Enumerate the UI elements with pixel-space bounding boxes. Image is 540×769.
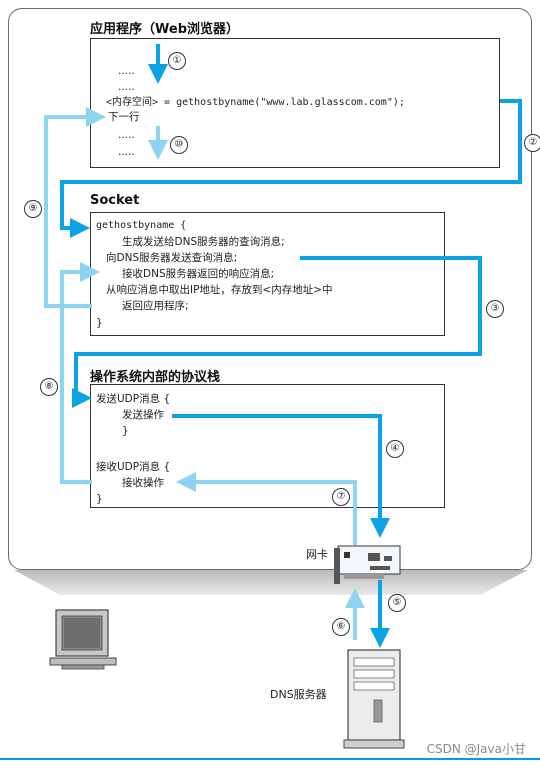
- os-line: }: [122, 425, 129, 437]
- socket-line: 从响应消息中取出IP地址，存放到<内存地址>中: [106, 284, 333, 296]
- bottom-rule: [0, 758, 540, 760]
- nic-label: 网卡: [306, 548, 328, 561]
- os-line: 发送UDP消息 {: [96, 393, 171, 405]
- arrow-step-8: [60, 262, 100, 484]
- app-line: .....: [118, 146, 135, 158]
- app-line: .....: [118, 65, 135, 77]
- os-title: 操作系统内部的协议栈: [90, 370, 221, 385]
- arrow-step-3: [72, 256, 482, 408]
- step-5-label: ⑤: [388, 594, 406, 612]
- step-9-label: ⑨: [24, 200, 42, 218]
- os-box: [90, 384, 445, 508]
- step-1-label: ①: [168, 52, 186, 70]
- socket-title: Socket: [90, 193, 140, 208]
- app-line: .....: [118, 129, 135, 141]
- os-line: 发送操作: [122, 409, 164, 421]
- os-line: 接收UDP消息 {: [96, 461, 171, 473]
- socket-line: }: [96, 317, 103, 329]
- app-next-line: 下一行: [108, 111, 140, 123]
- socket-line: 接收DNS服务器返回的响应消息;: [122, 268, 275, 280]
- socket-line: 生成发送给DNS服务器的查询消息;: [122, 236, 285, 248]
- socket-line: gethostbyname {: [96, 220, 187, 231]
- step-3-label: ③: [486, 300, 504, 318]
- os-line: }: [96, 493, 103, 505]
- dns-server-label: DNS服务器: [270, 688, 327, 701]
- arrow-step-7: [176, 472, 357, 545]
- step-10-label: ⑩: [170, 136, 188, 154]
- app-call-line: <内存空间> = gethostbyname("www.lab.glasscom…: [106, 97, 405, 108]
- os-line: 接收操作: [122, 477, 164, 489]
- step-2-label: ②: [524, 134, 540, 152]
- socket-box: [90, 212, 445, 336]
- app-line: .....: [118, 81, 135, 93]
- arrow-step-9: [44, 107, 106, 308]
- step-7-label: ⑦: [332, 488, 350, 506]
- socket-line: 返回应用程序;: [122, 300, 189, 312]
- watermark: CSDN @Java小甘: [426, 742, 526, 756]
- step-4-label: ④: [386, 440, 404, 458]
- step-6-label: ⑥: [332, 618, 350, 636]
- arrow-step-4: [172, 414, 390, 538]
- arrow-step-2: [60, 99, 522, 238]
- step-8-label: ⑧: [40, 378, 58, 396]
- app-title: 应用程序（Web浏览器）: [90, 22, 239, 37]
- socket-line: 向DNS服务器发送查询消息;: [106, 252, 238, 264]
